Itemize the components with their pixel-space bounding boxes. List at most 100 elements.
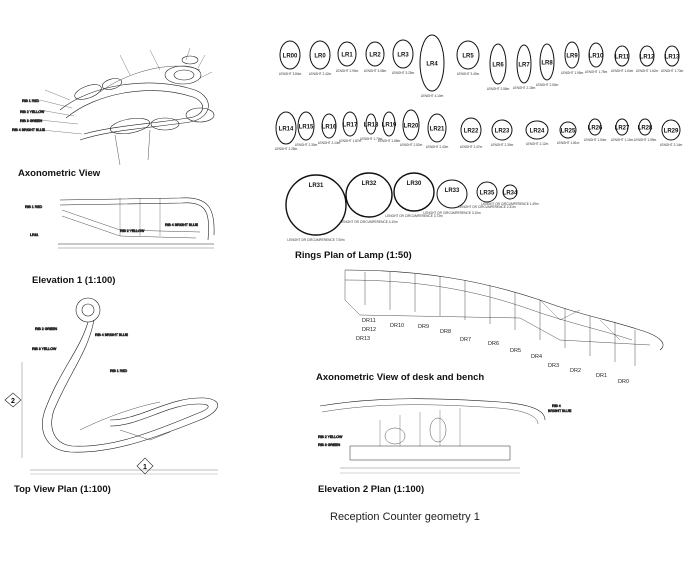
desk-rib-label: DR13 xyxy=(356,336,370,342)
ring-label: LR32 xyxy=(362,181,377,187)
marker-1-label: 1 xyxy=(143,464,147,471)
elevation-2-drawing: RIB 4 BRIGHT BLUE RIB 2 YELLOW RIB 3 GRE… xyxy=(318,398,572,474)
ring-label: LR25 xyxy=(561,129,576,135)
ring-length: LENGHT 1.62m xyxy=(636,69,659,73)
ring-length: LENGHT 2.28m xyxy=(275,147,298,151)
ring-length: LENGHT 1.64m xyxy=(611,69,634,73)
ring-length: LENGHT 1.54m xyxy=(584,138,607,142)
ring-lr16 xyxy=(321,113,337,139)
svg-text:RIB 3 GREEN: RIB 3 GREEN xyxy=(318,443,341,447)
desk-rib-label: DR0 xyxy=(618,379,629,385)
ring-label: LR30 xyxy=(407,181,422,187)
ring-lr32 xyxy=(345,172,393,218)
ring-label: LR22 xyxy=(464,129,479,135)
ring-length: LENGHT 3.40m xyxy=(457,72,480,76)
ring-label: LR11 xyxy=(615,55,630,61)
ring-label: LR18 xyxy=(364,123,379,129)
desk-rib-label: DR4 xyxy=(531,354,542,360)
ring-length: LENGHT 1.99m xyxy=(634,138,657,142)
ring-label: LR19 xyxy=(382,123,397,129)
ring-label: LR4 xyxy=(426,62,438,68)
svg-text:RIB 2 GREEN: RIB 2 GREEN xyxy=(35,327,58,331)
desk-rib-label: DR5 xyxy=(510,348,521,354)
desk-rib-label: DR10 xyxy=(390,323,404,329)
svg-text:RIB 2 YELLOW: RIB 2 YELLOW xyxy=(120,229,145,233)
ring-lr26 xyxy=(588,118,602,136)
ring-lr3 xyxy=(392,39,414,69)
rings-plan-title: Rings Plan of Lamp (1:50) xyxy=(295,250,412,261)
ring-label: LR33 xyxy=(445,188,460,194)
axonometric-desk-drawing xyxy=(344,269,664,366)
ring-lr11 xyxy=(614,45,630,67)
desk-rib-label: DR11 xyxy=(362,318,376,324)
ring-length: LENGHT 1.10m xyxy=(611,138,634,142)
marker-2-label: 2 xyxy=(11,398,15,405)
ring-length: LENGHT OR CIRCUMFERENCE 2.31m xyxy=(458,205,515,209)
ring-label: LR13 xyxy=(665,55,680,61)
sheet-caption: Reception Counter geometry 1 xyxy=(330,511,480,523)
ring-lr17 xyxy=(342,111,358,137)
ring-length: LENGHT 2.12m xyxy=(526,142,549,146)
ring-label: LR29 xyxy=(664,129,679,135)
ring-length: LENGHT 2.14m xyxy=(318,141,341,145)
ring-lr5 xyxy=(456,40,480,70)
ring-label: LR17 xyxy=(343,123,358,129)
desk-rib-label: DR8 xyxy=(440,329,451,335)
ring-lr19 xyxy=(382,111,396,137)
ring-lr29 xyxy=(661,119,681,141)
ring-lr35 xyxy=(476,181,498,203)
ring-label: LR5 xyxy=(462,54,474,60)
ring-label: LR9 xyxy=(566,54,578,60)
svg-text:RIB 4: RIB 4 xyxy=(552,404,561,408)
desk-rib-label: DR9 xyxy=(418,324,429,330)
ring-label: LR23 xyxy=(495,129,510,135)
desk-rib-label: DR6 xyxy=(488,341,499,347)
ring-label: LR8 xyxy=(541,61,553,67)
ring-lr22 xyxy=(460,117,482,143)
ring-lr00 xyxy=(279,40,301,70)
desk-rib-label: DR3 xyxy=(548,363,559,369)
ring-length: LENGHT 1.73m xyxy=(661,69,684,73)
ring-lr2 xyxy=(365,41,385,67)
ring-lr33 xyxy=(436,179,468,209)
ring-label: LR15 xyxy=(299,125,314,131)
ring-length: LENGHT 2.52m xyxy=(400,143,423,147)
elevation-1-title: Elevation 1 (1:100) xyxy=(32,275,116,286)
ring-length: LENGHT OR CIRCUMFERENCE 3.10m xyxy=(423,211,480,215)
ring-label: LR35 xyxy=(480,191,495,197)
svg-text:RIB 2 YELLOW: RIB 2 YELLOW xyxy=(318,435,343,439)
ring-lr27 xyxy=(615,118,629,136)
ring-label: LR00 xyxy=(283,54,298,60)
ring-length: LENGHT 1.88m xyxy=(378,139,401,143)
ring-length: LENGHT 2.15m xyxy=(513,86,536,90)
desk-rib-label: DR2 xyxy=(570,368,581,374)
ring-length: LENGHT 2.42m xyxy=(309,72,332,76)
top-view-plan-title: Top View Plan (1:100) xyxy=(14,484,111,495)
ring-label: LR1 xyxy=(341,53,353,59)
elevation-1-drawing: RIB 1 RED LR31 RIB 2 YELLOW RIB 4 BRIGHT… xyxy=(25,197,215,249)
ring-lr4 xyxy=(419,34,445,92)
ring-lr10 xyxy=(588,42,604,68)
ring-length: LENGHT 1.87m xyxy=(339,139,362,143)
ring-lr25 xyxy=(559,121,577,139)
ring-label: LR2 xyxy=(369,53,381,59)
ring-length: LENGHT OR CIRCUMFERENCE 1.49m xyxy=(481,202,538,206)
ring-lr7 xyxy=(516,44,532,84)
ring-length: LENGHT 1.95m xyxy=(561,71,584,75)
desk-rib-label: DR7 xyxy=(460,337,471,343)
svg-text:RIB 4 BRIGHT BLUE: RIB 4 BRIGHT BLUE xyxy=(95,333,129,337)
ring-label: LR27 xyxy=(615,126,630,132)
ring-length: LENGHT 1.70m xyxy=(360,137,383,141)
ring-length: LENGHT 2.14m xyxy=(660,143,683,147)
ring-label: LR10 xyxy=(589,54,604,60)
ring-lr12 xyxy=(639,45,655,67)
ring-lr0 xyxy=(309,40,331,70)
ring-length: LENGHT 2.30m xyxy=(491,143,514,147)
ring-length: LENGHT OR CIRCUMFERENCE 3.73m xyxy=(385,214,442,218)
ring-label: LR28 xyxy=(638,126,653,132)
ring-lr14 xyxy=(275,111,297,145)
ring-lr34 xyxy=(502,184,518,200)
axonometric-desk-title: Axonometric View of desk and bench xyxy=(316,372,485,383)
